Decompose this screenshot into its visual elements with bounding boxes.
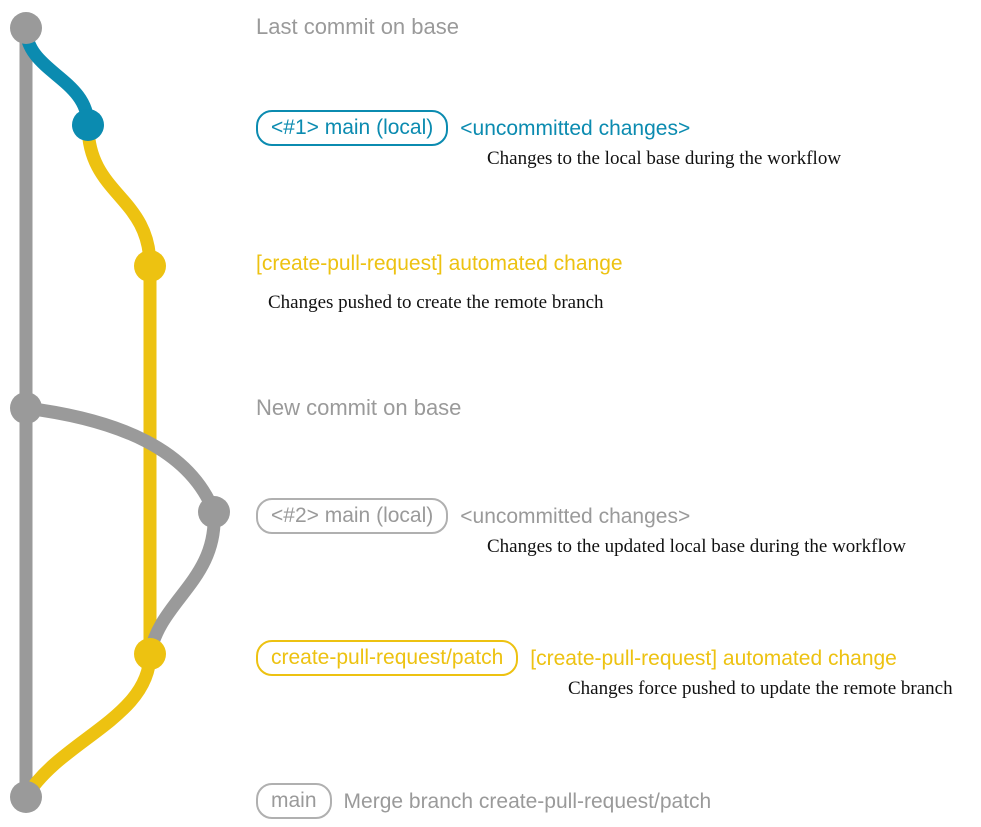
edge-local2-to-patch2: [143, 505, 221, 661]
ref-chip-create-pull-request-patch[interactable]: create-pull-request/patch: [256, 640, 519, 676]
commit-node-patch-2[interactable]: [134, 638, 166, 670]
commit-row-base-3: main Merge branch create-pull-request/pa…: [256, 783, 711, 819]
commit-label-base-2: New commit on base: [256, 395, 462, 420]
commit-row-local-1: <#1> main (local) <uncommitted changes>: [256, 110, 690, 146]
commit-row-patch-2: create-pull-request/patch [create-pull-r…: [256, 640, 897, 676]
commit-note-patch-1: Changes pushed to create the remote bran…: [268, 292, 604, 313]
commit-subject-base-3: Merge branch create-pull-request/patch: [343, 789, 712, 813]
commit-subject-local-1: <uncommitted changes>: [460, 116, 691, 140]
commit-note-patch-2: Changes force pushed to update the remot…: [568, 678, 953, 699]
commit-node-base-3[interactable]: [10, 781, 42, 813]
ref-chip-main-local-1[interactable]: <#1> main (local): [256, 110, 449, 146]
ref-chip-main-local-2[interactable]: <#2> main (local): [256, 498, 449, 534]
commit-label-base-1: Last commit on base: [256, 14, 459, 39]
commit-subject-patch-1: [create-pull-request] automated change: [256, 252, 623, 275]
commit-node-base-1[interactable]: [10, 12, 42, 44]
commit-node-local-1[interactable]: [72, 109, 104, 141]
edge-base1-to-local1: [19, 21, 95, 132]
edge-patch2-to-base3: [19, 647, 157, 804]
commit-row-local-2: <#2> main (local) <uncommitted changes>: [256, 498, 690, 534]
commit-subject-local-2: <uncommitted changes>: [460, 504, 691, 528]
edge-local1-to-patch1: [81, 118, 157, 273]
commit-note-local-2: Changes to the updated local base during…: [487, 536, 906, 557]
commit-note-local-1: Changes to the local base during the wor…: [487, 148, 842, 169]
commit-node-patch-1[interactable]: [134, 250, 166, 282]
commit-subject-patch-2: [create-pull-request] automated change: [530, 646, 897, 670]
ref-chip-main[interactable]: main: [256, 783, 332, 819]
commit-node-base-2[interactable]: [10, 392, 42, 424]
commit-node-local-2[interactable]: [198, 496, 230, 528]
edge-base2-to-local2: [19, 401, 221, 519]
commit-row-patch-1: [create-pull-request] automated change: [256, 253, 623, 274]
